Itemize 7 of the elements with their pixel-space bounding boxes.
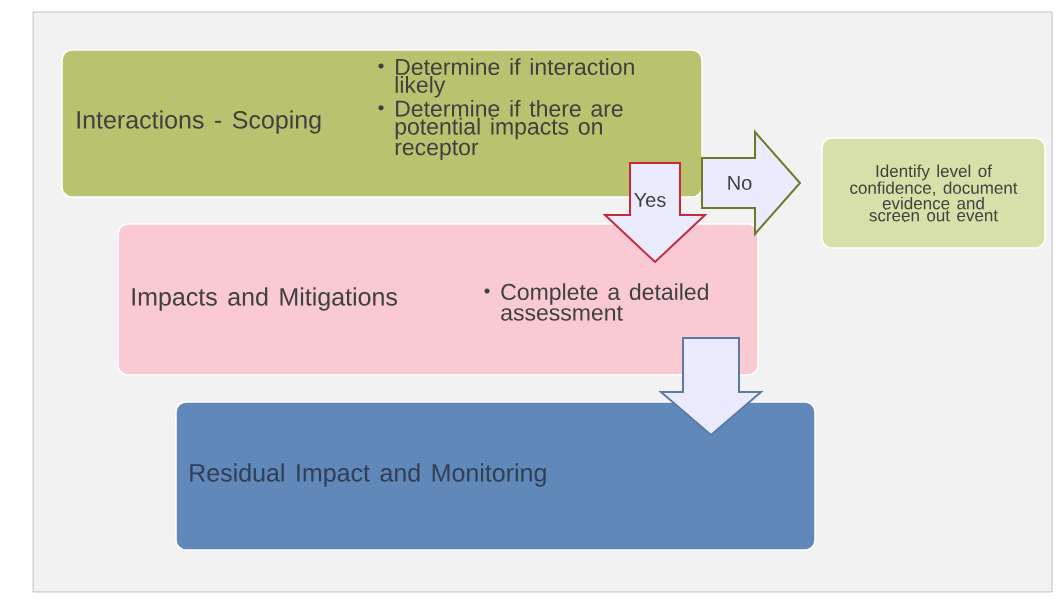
process-box: Impacts and Mitigations Complete a detailed assessment <box>117 223 759 376</box>
block-arrow <box>602 162 708 264</box>
block-arrow <box>701 129 802 237</box>
edge-label: No <box>725 175 754 191</box>
process-box: Identify level of confidence, document evidence and screen out event <box>821 137 1046 249</box>
block-arrow <box>658 337 764 437</box>
process-box: Residual Impact and Monitoring <box>175 401 816 551</box>
